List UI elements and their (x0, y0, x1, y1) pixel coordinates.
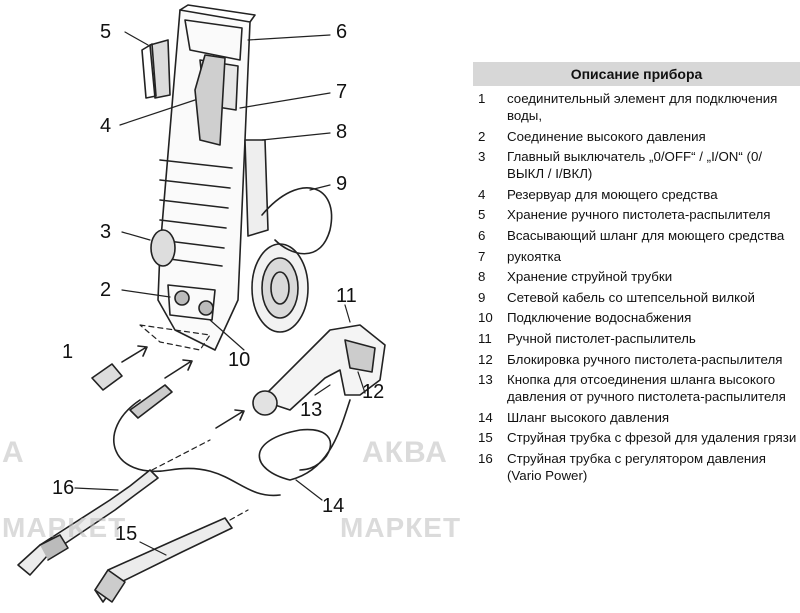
callout-6: 6 (336, 21, 347, 43)
guide-dash-2 (151, 439, 249, 521)
description-item: 1 соединительный элемент для подключения … (473, 90, 800, 124)
description-item-text: Блокировка ручного пистолета-распылителя (507, 351, 783, 367)
callout-11: 11 (336, 285, 357, 307)
high-pressure-hose (113, 399, 351, 497)
description-item: 11 Ручной пистолет-распылитель (473, 330, 800, 347)
description-item-text: рукоятка (507, 248, 562, 264)
panel-title: Описание прибора (473, 62, 800, 86)
description-item-text: Всасывающий шланг для моющего средства (507, 227, 785, 243)
hose-end (129, 384, 173, 419)
description-item: 9 Сетевой кабель со штепсельной вилкой (473, 289, 800, 306)
description-item-number: 4 (478, 186, 486, 202)
description-item-number: 2 (478, 128, 486, 144)
description-item-text: Подключение водоснабжения (507, 310, 692, 326)
description-item-text: соединительный элемент для подключения в… (507, 91, 778, 123)
description-item: 13 Кнопка для отсоединения шланга высоког… (473, 371, 800, 405)
description-item-number: 10 (478, 310, 493, 326)
description-item-text: Главный выключатель „0/OFF“ / „I/ON“ (0/… (507, 149, 763, 182)
description-item-text: Сетевой кабель со штепсельной вилкой (507, 289, 755, 305)
callout-8: 8 (336, 121, 347, 143)
description-item-number: 8 (478, 269, 486, 285)
arrow-2 (164, 359, 193, 379)
description-item: 5 Хранение ручного пистолета-распылителя (473, 206, 800, 223)
description-item-text: Шланг высокого давления (507, 409, 670, 425)
description-item-text: Ручной пистолет-распылитель (507, 330, 696, 346)
callout-5: 5 (100, 21, 111, 43)
water-connector (91, 363, 123, 391)
description-item: 3 Главный выключатель „0/OFF“ / „I/ON“ (0… (473, 148, 800, 182)
device-description-panel: Описание прибора 1 соединительный элемент… (473, 62, 800, 488)
description-item-text: Кнопка для отсоединения шланга высокого … (507, 372, 786, 405)
description-item-text: Хранение ручного пистолета-распылителя (507, 207, 771, 223)
callout-15: 15 (115, 523, 137, 545)
description-item-number: 6 (478, 227, 486, 243)
description-item-text: Резервуар для моющего средства (507, 186, 718, 202)
callout-4: 4 (100, 115, 111, 137)
callout-16: 16 (52, 477, 74, 499)
description-item: 14 Шланг высокого давления (473, 409, 800, 426)
pressure-washer-body (141, 4, 309, 351)
description-item-number: 3 (478, 149, 486, 165)
description-item-number: 9 (478, 289, 486, 305)
callout-13: 13 (300, 399, 322, 421)
power-cable (261, 187, 333, 255)
description-item-text: Соединение высокого давления (507, 128, 706, 144)
callout-10: 10 (228, 349, 250, 371)
description-item: 7 рукоятка (473, 248, 800, 265)
callout-2: 2 (100, 279, 111, 301)
description-item: 2 Соединение высокого давления (473, 128, 800, 145)
device-diagram: 5 6 7 4 8 9 3 2 11 1 10 12 13 16 14 15 (17, 4, 386, 603)
description-item-text: Хранение струйной трубки (507, 269, 673, 285)
guide-dash-1 (139, 324, 211, 351)
description-item: 15 Струйная трубка с фрезой для удаления … (473, 429, 800, 446)
spray-gun (252, 324, 386, 416)
description-item-number: 14 (478, 409, 493, 425)
description-item-number: 1 (478, 91, 486, 106)
description-item: 8 Хранение струйной трубки (473, 268, 800, 285)
callout-3: 3 (100, 221, 111, 243)
description-item: 10 Подключение водоснабжения (473, 309, 800, 326)
description-list: 1 соединительный элемент для подключения … (473, 90, 800, 484)
callout-12: 12 (362, 381, 384, 403)
arrow-1 (121, 345, 148, 363)
callout-9: 9 (336, 173, 347, 195)
description-item: 6 Всасывающий шланг для моющего средства (473, 227, 800, 244)
lance-15 (94, 517, 233, 603)
description-item-text: Струйная трубка с регулятором давления (… (507, 450, 766, 483)
description-item-number: 12 (478, 351, 493, 367)
lance-16 (17, 469, 159, 576)
description-item-number: 5 (478, 207, 486, 223)
callout-1: 1 (62, 341, 73, 363)
description-item-number: 16 (478, 450, 493, 466)
description-item: 16 Струйная трубка с регулятором давления… (473, 450, 800, 484)
description-item-number: 11 (478, 330, 492, 346)
description-item: 12 Блокировка ручного пистолета-распылите… (473, 351, 800, 368)
description-item: 4 Резервуар для моющего средства (473, 186, 800, 203)
description-item-number: 13 (478, 372, 493, 388)
description-item-number: 15 (478, 430, 493, 446)
arrow-3 (215, 409, 245, 429)
description-item-text: Струйная трубка с фрезой для удаления гр… (507, 430, 797, 446)
description-item-number: 7 (478, 248, 486, 264)
callout-14: 14 (322, 495, 344, 517)
callout-7: 7 (336, 81, 347, 103)
